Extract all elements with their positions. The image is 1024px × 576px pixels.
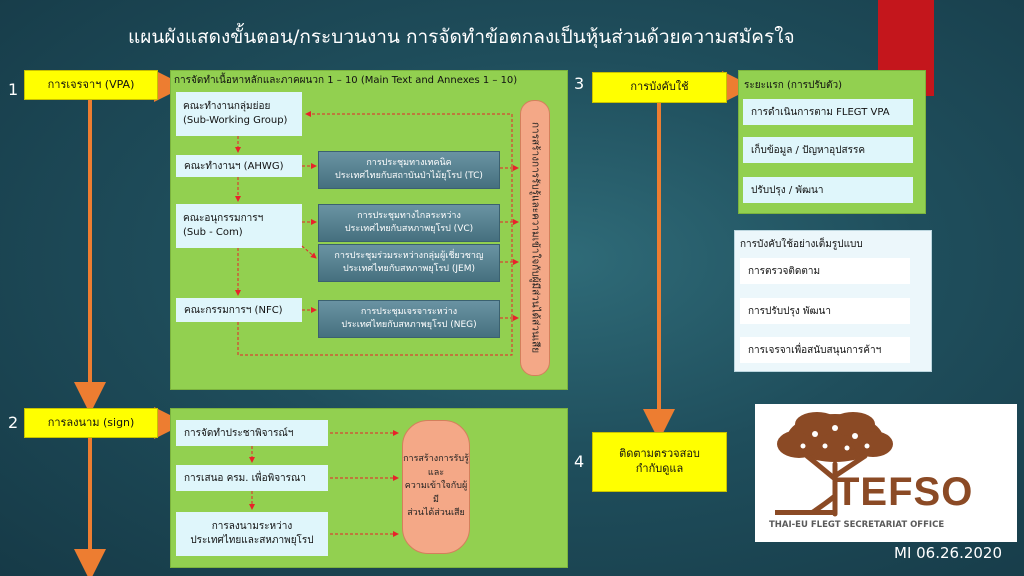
- committee-line2: (Sub - Com): [183, 227, 243, 238]
- awareness-pill-signing-text: การสร้างการรับรู้และ ความเข้าใจกับผู้มี …: [403, 454, 469, 519]
- meeting-line2: ประเทศไทยกับสถาบันป่าไม้ยุโรป (TC): [335, 171, 483, 181]
- date-stamp: MI 06.26.2020: [894, 544, 1003, 562]
- step-negotiation-box: การเจรจาฯ (VPA): [24, 70, 158, 100]
- page-title: แผนผังแสดงขั้นตอน/กระบวนงาน การจัดทำข้อต…: [128, 26, 795, 48]
- awareness-pill-negotiation: การสร้างการรับรู้และความเข้าใจกับผู้มีส่…: [520, 100, 550, 376]
- meeting-tc: การประชุมทางเทคนิค ประเทศไทยกับสถาบันป่า…: [318, 151, 500, 189]
- step-monitoring-box: ติดตามตรวจสอบ กำกับดูแล: [592, 432, 727, 492]
- committee-sub-working-group: คณะทำงานกลุ่มย่อย (Sub-Working Group): [176, 92, 302, 136]
- meeting-line1: การประชุมทางเทคนิค: [366, 157, 452, 168]
- meeting-neg: การประชุมเจรจาระหว่าง ประเทศไทยกับสหภาพย…: [318, 300, 500, 338]
- signing-item-hearing: การจัดทำประชาพิจารณ์ฯ: [176, 420, 328, 446]
- initial-item-implement: การดำเนินการตาม FLEGT VPA: [743, 99, 913, 125]
- meeting-vc: การประชุมทางไกลระหว่าง ประเทศไทยกับสหภาพ…: [318, 204, 500, 242]
- signing-item-sign-th-eu: การลงนามระหว่าง ประเทศไทยและสหภาพยุโรป: [176, 512, 328, 556]
- meeting-jem: การประชุมร่วมระหว่างกลุ่มผู้เชี่ยวชาญ ปร…: [318, 244, 500, 282]
- initial-item-collect-data: เก็บข้อมูล / ปัญหาอุปสรรค: [743, 137, 913, 163]
- committee-sub-com: คณะอนุกรรมการฯ (Sub - Com): [176, 204, 302, 248]
- awareness-pill-text: การสร้างการรับรู้และความเข้าใจกับผู้มีส่…: [529, 122, 541, 354]
- initial-item-improve: ปรับปรุง / พัฒนา: [743, 177, 913, 203]
- step-number-2: 2: [8, 413, 19, 432]
- tree-icon: [775, 412, 893, 517]
- negotiation-heading: การจัดทำเนื้อหาหลักและภาคผนวก 1 – 10 (Ma…: [174, 75, 518, 86]
- full-item-trade-negotiation: การเจรจาเพื่อสนับสนุนการค้าฯ: [740, 337, 910, 363]
- committee-line2: (Sub-Working Group): [183, 115, 288, 126]
- step-enforcement-box: การบังคับใช้: [592, 72, 727, 103]
- full-item-improve: การปรับปรุง พัฒนา: [740, 298, 910, 324]
- meeting-line2: ประเทศไทยกับสหภาพยุโรป (VC): [344, 224, 474, 234]
- signing-item-cabinet: การเสนอ ครม. เพื่อพิจารณา: [176, 465, 328, 491]
- logo-wordmark: TEFSO: [835, 470, 974, 514]
- meeting-line2: ประเทศไทยกับสหภาพยุโรป (NEG): [341, 320, 477, 330]
- step-number-4: 4: [574, 452, 585, 471]
- committee-line1: คณะอนุกรรมการฯ: [183, 212, 264, 224]
- enforcement-initial-heading: ระยะแรก (การปรับตัว): [744, 80, 843, 91]
- meeting-line1: การประชุมทางไกลระหว่าง: [357, 210, 461, 221]
- meeting-line2: ประเทศไทยกับสหภาพยุโรป (JEM): [343, 264, 475, 274]
- meeting-line1: การประชุมเจรจาระหว่าง: [360, 306, 458, 317]
- committee-nfc: คณะกรรมการฯ (NFC): [176, 298, 302, 322]
- committee-ahwg: คณะทำงานฯ (AHWG): [176, 155, 302, 177]
- full-item-monitoring: การตรวจติดตาม: [740, 258, 910, 284]
- committee-line1: คณะทำงานกลุ่มย่อย: [183, 100, 271, 112]
- enforcement-full-heading: การบังคับใช้อย่างเต็มรูปแบบ: [740, 239, 863, 250]
- logo-subtitle: THAI-EU FLEGT SECRETARIAT OFFICE: [769, 520, 945, 530]
- step-number-3: 3: [574, 74, 585, 93]
- tefso-logo: TEFSO THAI-EU FLEGT SECRETARIAT OFFICE: [755, 404, 1017, 542]
- step-number-1: 1: [8, 80, 19, 99]
- committee-line1: คณะกรรมการฯ (NFC): [184, 304, 283, 316]
- committee-line1: คณะทำงานฯ (AHWG): [184, 160, 284, 172]
- step-signing-box: การลงนาม (sign): [24, 408, 158, 438]
- meeting-line1: การประชุมร่วมระหว่างกลุ่มผู้เชี่ยวชาญ: [334, 250, 484, 261]
- awareness-pill-signing: การสร้างการรับรู้และ ความเข้าใจกับผู้มี …: [402, 420, 470, 554]
